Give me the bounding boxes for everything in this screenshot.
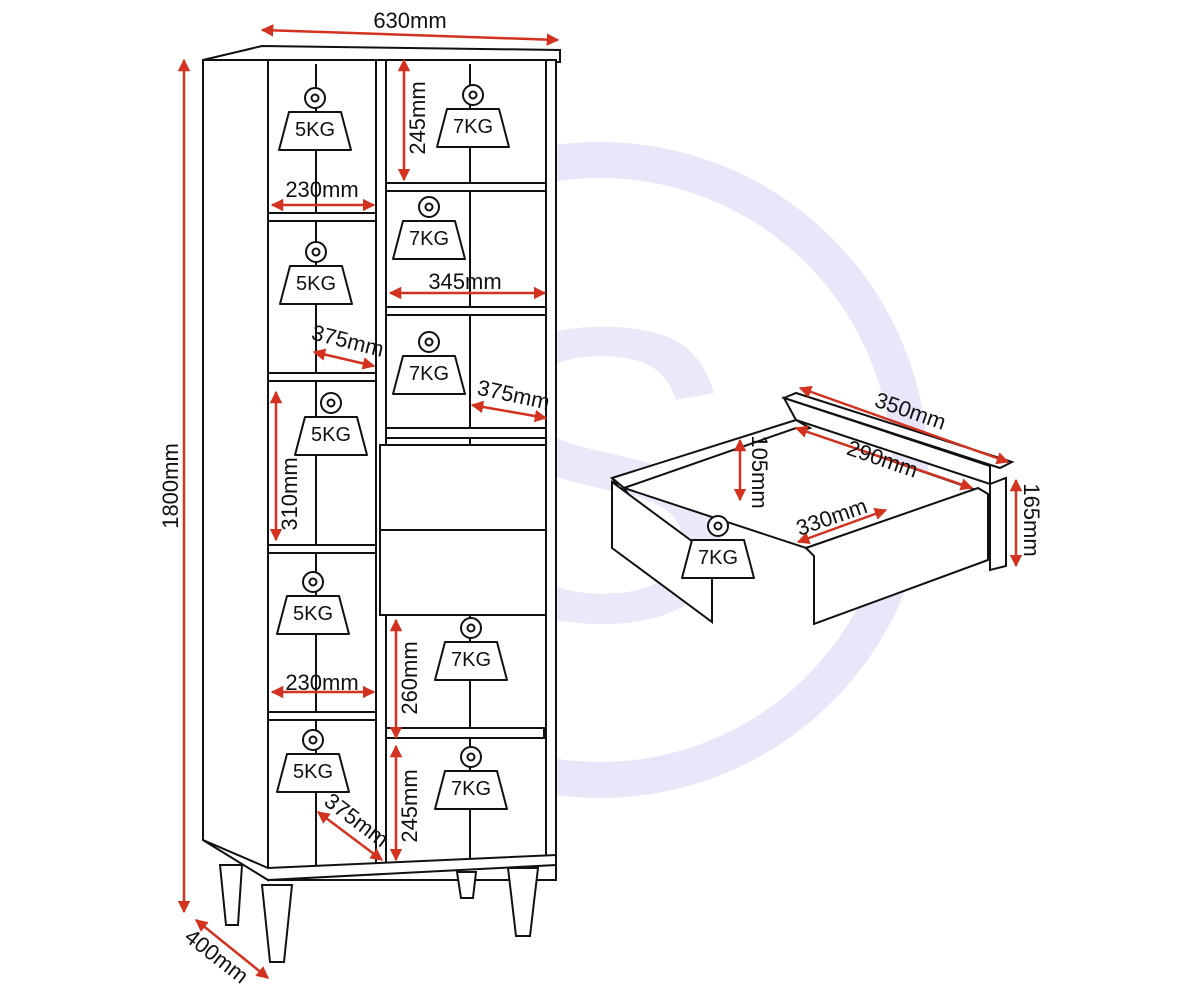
cabinet-drawing: [202, 44, 561, 963]
weight-right-4: 7KG: [451, 649, 491, 671]
right-shelf-3: [385, 427, 547, 439]
left-shelf-1: [267, 212, 377, 222]
weight-icon: 5KG: [276, 571, 350, 635]
label-left-upper-width: 230mm: [285, 177, 358, 202]
weight-icon: 5KG: [294, 392, 368, 456]
dimension-left-upper-width: 230mm: [270, 177, 376, 212]
dimension-width: 630mm: [260, 8, 560, 46]
right-shelf-2: [385, 306, 547, 316]
left-shelf-4: [267, 711, 377, 721]
drawer-side-panel: [611, 480, 713, 624]
dimension-height: 1800mm: [158, 58, 191, 914]
weight-left-5: 5KG: [293, 761, 333, 783]
weight-icon: 7KG: [392, 331, 466, 395]
leg-back-left: [260, 884, 294, 963]
drawer-face-plate: [989, 476, 1007, 572]
leg-back-right: [455, 871, 478, 899]
label-right-bottom-height: 245mm: [397, 769, 422, 842]
weight-drawer: 7KG: [698, 547, 738, 569]
weight-left-1: 5KG: [295, 119, 335, 141]
left-shelf-2: [267, 372, 377, 382]
weight-icon: 7KG: [434, 617, 508, 681]
weight-icon: 7KG: [392, 196, 466, 260]
right-shelf-4: [385, 727, 545, 739]
weight-right-2: 7KG: [409, 228, 449, 250]
dimension-right-lower-height: 260mm: [389, 618, 422, 740]
label-drawer-inner-height: 105mm: [747, 435, 772, 508]
weight-icon: 7KG: [436, 84, 510, 148]
weight-icon: 5KG: [278, 87, 352, 151]
weight-icon: 5KG: [279, 241, 353, 305]
dimension-right-top-height: 245mm: [397, 58, 430, 182]
label-right-mid-width: 345mm: [428, 269, 501, 294]
dimension-right-mid-width: 345mm: [388, 269, 547, 300]
weight-left-4: 5KG: [293, 603, 333, 625]
dimension-left-lower-width: 230mm: [270, 670, 376, 699]
dimension-drawer-front-height: 165mm: [1009, 478, 1044, 568]
label-right-top-height: 245mm: [405, 81, 430, 154]
label-right-lower-height: 260mm: [397, 641, 422, 714]
dimension-right-bottom-height: 245mm: [389, 744, 422, 862]
drawer-front-panel: [804, 486, 989, 626]
label-left-lower-width: 230mm: [285, 670, 358, 695]
weight-icon: 5KG: [276, 729, 350, 793]
weight-right-3: 7KG: [409, 363, 449, 385]
weight-icon: 7KG: [681, 515, 755, 579]
cabinet-drawer-lower: [379, 529, 547, 616]
cabinet-left-side: [202, 59, 269, 882]
cabinet-right-side: [545, 59, 557, 861]
right-shelf-1: [385, 182, 547, 192]
weight-right-5: 7KG: [451, 778, 491, 800]
weight-left-2: 5KG: [296, 273, 336, 295]
dimension-left-mid-height: 310mm: [269, 390, 302, 542]
weight-left-3: 5KG: [311, 424, 351, 446]
label-width: 630mm: [373, 8, 446, 33]
label-height: 1800mm: [158, 443, 183, 529]
dimension-depth: 400mm: [180, 919, 269, 989]
weight-icon: 7KG: [434, 746, 508, 810]
label-drawer-front-height: 165mm: [1019, 483, 1044, 556]
weight-right-1: 7KG: [453, 116, 493, 138]
dimension-drawer-inner-height: 105mm: [733, 435, 772, 509]
label-left-mid-height: 310mm: [277, 457, 302, 530]
leg-front-left: [218, 864, 244, 926]
cabinet-drawer-upper: [379, 444, 547, 531]
cabinet-base: [202, 839, 557, 882]
leg-front-right: [506, 867, 540, 937]
left-shelf-3: [267, 544, 377, 554]
